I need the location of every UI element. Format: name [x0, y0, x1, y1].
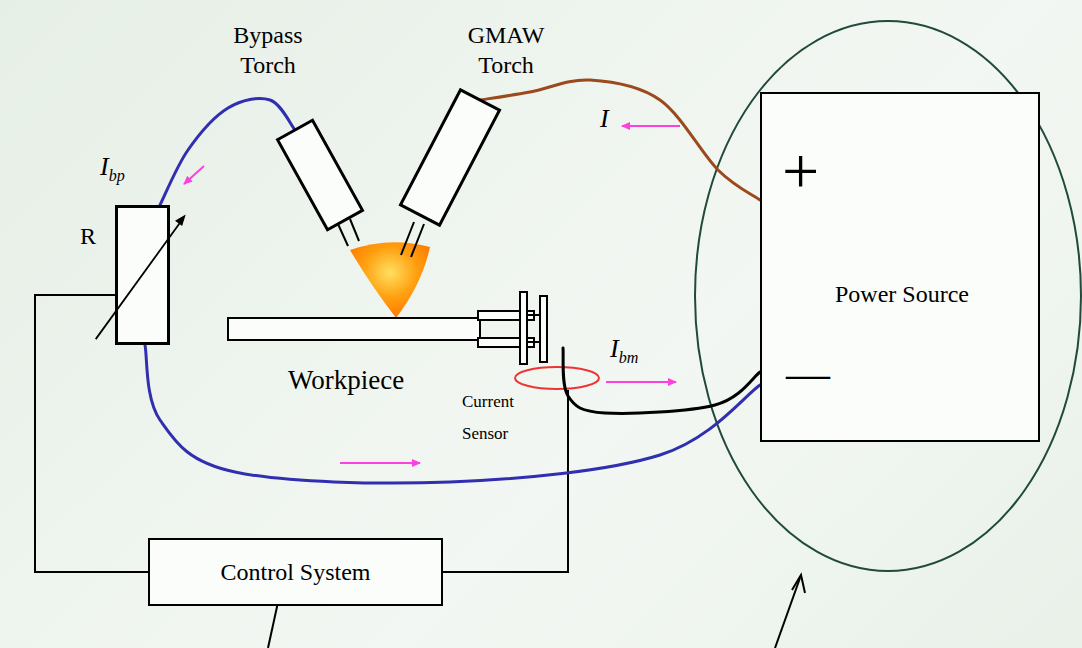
electrode-wire	[411, 224, 424, 257]
wire	[480, 80, 760, 200]
torch-outline	[278, 120, 363, 229]
control-system-box: Control System	[148, 538, 443, 606]
arrow-head	[175, 214, 186, 226]
torch-nozzle	[350, 219, 359, 241]
wire	[145, 345, 760, 483]
torch-nozzle	[338, 224, 348, 246]
current-arrow	[622, 125, 680, 127]
wire	[563, 348, 760, 413]
node-label: +	[782, 138, 819, 204]
gmaw-torch: GMAW Torch	[398, 87, 502, 228]
electrode-wire	[401, 222, 414, 255]
pointer-arrow	[775, 578, 800, 648]
part-label: Current Sensor	[462, 386, 544, 450]
torch-body	[398, 87, 502, 228]
node-label: Workpiece	[288, 366, 404, 396]
node-label: Power Source	[790, 280, 1014, 309]
clamp-plate	[540, 296, 547, 362]
weld-arc	[350, 242, 430, 318]
current-symbol: I	[600, 104, 609, 134]
node-label: Control System	[210, 558, 380, 587]
torch-outline	[401, 90, 500, 225]
torch-body	[275, 118, 365, 232]
node-label: GMAW Torch	[448, 20, 564, 80]
current-arrow	[606, 381, 676, 383]
plate	[228, 318, 480, 340]
current-symbol: Ibm	[610, 334, 638, 367]
power-source-box: + Power Source —	[760, 92, 1040, 442]
current-arrow	[340, 462, 420, 464]
wire	[160, 99, 295, 205]
adjust-line	[96, 220, 182, 339]
current-symbol: Ibp	[100, 152, 125, 185]
clamp-bolt	[527, 341, 540, 343]
workpiece: Workpiece	[228, 290, 573, 395]
node-label: —	[786, 352, 830, 396]
node-label: Bypass Torch	[212, 20, 324, 80]
pointer-head	[792, 575, 805, 593]
node-label: R	[80, 222, 96, 251]
highlight-ellipse	[695, 21, 1081, 571]
bypass-torch: Bypass Torch	[275, 118, 365, 232]
current-sensor-ring	[515, 367, 599, 389]
clamp-plate	[520, 292, 527, 364]
resistor-arrow	[118, 208, 167, 342]
clamp-bolt	[527, 314, 540, 316]
current-arrow	[184, 166, 204, 184]
variable-resistor: R	[115, 205, 170, 345]
